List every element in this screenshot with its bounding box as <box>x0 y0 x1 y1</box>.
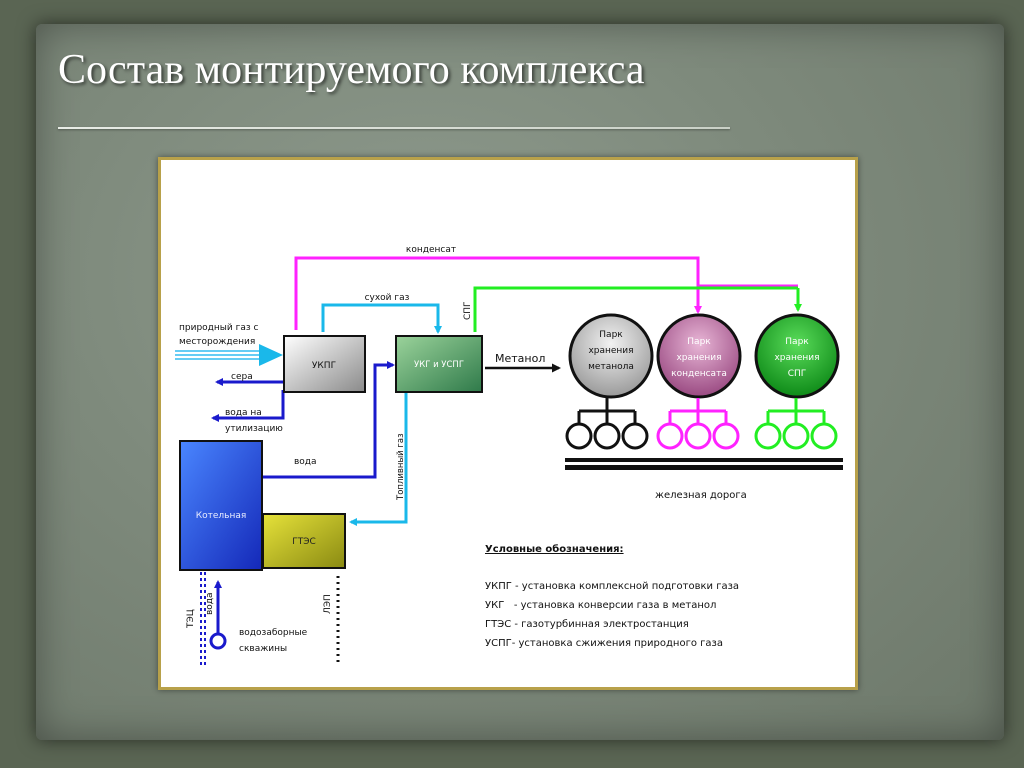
methanol-label: Метанол <box>495 352 545 365</box>
ukpg-unit <box>283 335 366 393</box>
gtes-label: ГТЭС <box>292 537 316 547</box>
water-label: вода <box>294 457 317 467</box>
process-diagram: УКПГ УКГ и УСПГ Котельная ГТЭС Парк хран… <box>175 245 843 668</box>
spg-tank-label-1: Парк <box>785 337 809 347</box>
spg-tank-label-3: СПГ <box>788 369 807 379</box>
ukg-uspg-unit <box>395 335 483 393</box>
wells-label-2: скважины <box>239 644 287 654</box>
ukg-uspg-label: УКГ и УСПГ <box>414 360 464 370</box>
natural-gas-label-1: природный газ с <box>179 323 258 333</box>
water-flow <box>263 361 395 479</box>
lep-label: ЛЭП <box>323 594 333 614</box>
condensate-tank-label-1: Парк <box>687 337 711 347</box>
dry-gas-label: сухой газ <box>365 293 410 303</box>
condensate-tank-label-2: хранения <box>676 353 721 363</box>
ukpg-label: УКПГ <box>312 361 336 371</box>
water-disposal-label-2: утилизацию <box>225 424 283 434</box>
legend-item: УКГ - установка конверсии газа в метанол <box>485 600 716 611</box>
condensate-tank-label-3: конденсата <box>671 369 727 379</box>
diagram-frame: УКПГ УКГ и УСПГ Котельная ГТЭС Парк хран… <box>158 157 858 690</box>
spg-loading-rack <box>754 398 838 450</box>
spg-flow-label: СПГ <box>463 301 473 320</box>
condensate-tank: Парк хранения конденсата <box>656 313 742 399</box>
tec-label: ТЭЦ <box>186 609 196 629</box>
condensate-loading-rack <box>656 398 740 450</box>
dry-gas-flow <box>321 303 442 334</box>
title-underline <box>58 127 730 129</box>
fuel-gas-label: Топливный газ <box>396 433 406 501</box>
legend: Условные обозначения: УКПГ - установка к… <box>485 543 739 649</box>
wells-label-1: водозаборные <box>239 628 308 638</box>
fuel-gas-flow <box>349 393 408 526</box>
water-vertical-label: вода <box>205 592 215 615</box>
natural-gas-label-2: месторождения <box>179 337 255 347</box>
natural-gas-inlet <box>175 344 283 366</box>
railway-label: железная дорога <box>655 490 747 501</box>
condensate-label: конденсат <box>406 245 456 255</box>
sulfur-label: сера <box>231 372 253 382</box>
legend-title: Условные обозначения: <box>485 543 624 555</box>
slide-title: Состав монтируемого комплекса <box>58 47 645 93</box>
methanol-loading-rack <box>565 398 649 450</box>
water-disposal-label-1: вода на <box>225 408 262 418</box>
railway-track <box>565 458 843 470</box>
spg-flow <box>473 286 798 332</box>
methanol-tank: Парк хранения метанола <box>568 313 654 399</box>
spg-tank-label-2: хранения <box>774 353 819 363</box>
methanol-tank-label-2: хранения <box>588 346 633 356</box>
boiler-unit <box>179 440 263 571</box>
water-disposal-flow <box>211 390 285 422</box>
condensate-flow <box>294 256 802 330</box>
boiler-label: Котельная <box>196 511 247 521</box>
wells-icon <box>209 632 227 650</box>
legend-item: УСПГ- установка сжижения природного газа <box>485 638 723 649</box>
legend-item: УКПГ - установка комплексной подготовки … <box>485 581 739 592</box>
tec-line <box>200 572 206 668</box>
gtes-unit <box>262 513 346 569</box>
legend-item: ГТЭС - газотурбинная электростанция <box>485 619 689 630</box>
methanol-tank-label-3: метанола <box>588 362 634 372</box>
spg-tank: Парк хранения СПГ <box>754 313 840 399</box>
methanol-tank-label-1: Парк <box>599 330 623 340</box>
